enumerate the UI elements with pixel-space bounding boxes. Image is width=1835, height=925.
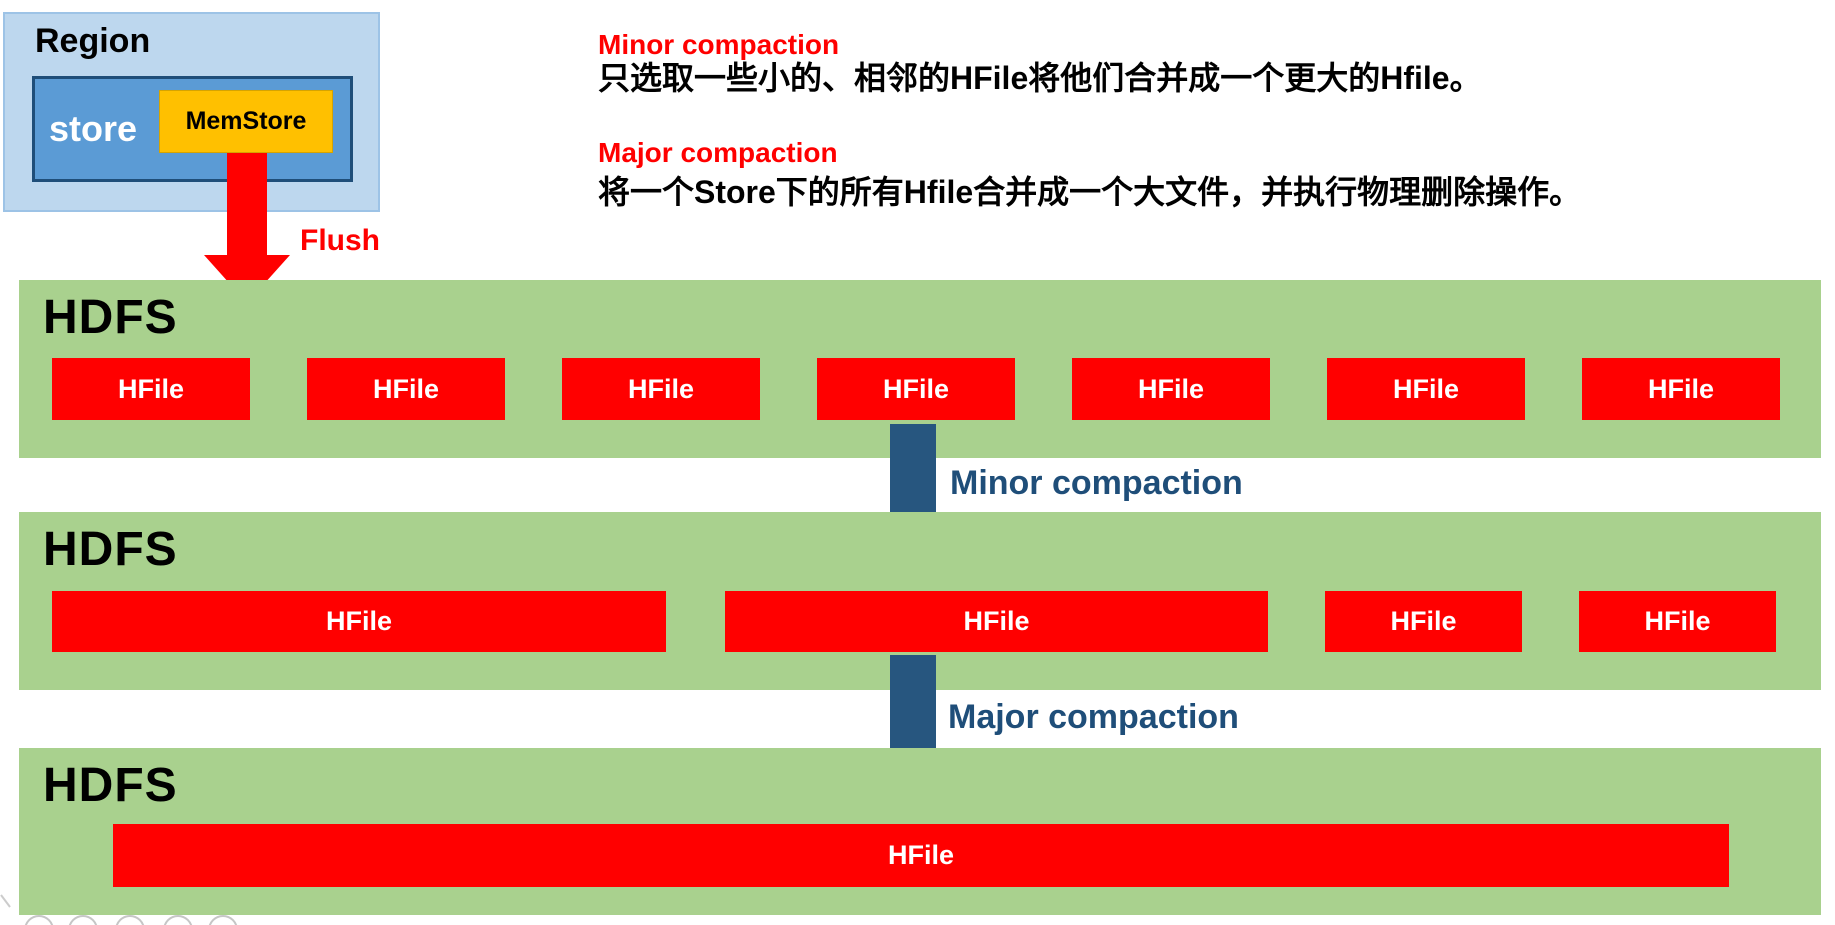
minor-compaction-title: Minor compaction: [598, 29, 840, 60]
minor-compaction-flow-label: Minor compaction: [950, 464, 1243, 502]
watermark-circles: [0, 894, 238, 925]
hfile-box: HFile: [1582, 358, 1780, 420]
hfile-box: HFile: [1579, 591, 1776, 652]
hdfs-title-2: HDFS: [43, 523, 178, 576]
hfile-box: HFile: [1325, 591, 1522, 652]
hfile-box: HFile: [307, 358, 505, 420]
major-compaction-title: Major compaction: [598, 137, 838, 168]
hfile-box: HFile: [725, 591, 1268, 652]
flush-label: Flush: [300, 224, 380, 257]
hdfs-band-3: HDFS HFile: [19, 748, 1821, 915]
region-label: Region: [35, 22, 151, 60]
major-compaction-desc: 将一个Store下的所有Hfile合并成一个大文件，并执行物理删除操作。: [598, 174, 1582, 210]
hfile-box: HFile: [817, 358, 1015, 420]
hfile-box: HFile: [562, 358, 760, 420]
store-label: store: [49, 108, 138, 149]
flush-arrow-icon: [204, 153, 290, 303]
hfile-box: HFile: [52, 358, 250, 420]
region-box: Region store MemStore: [3, 12, 380, 212]
major-compaction-flow-label: Major compaction: [948, 698, 1239, 736]
memstore-box: MemStore: [159, 90, 333, 153]
hfile-box: HFile: [113, 824, 1729, 887]
hfile-box: HFile: [1327, 358, 1525, 420]
hdfs-title-1: HDFS: [43, 291, 178, 344]
store-box: store MemStore: [32, 76, 353, 182]
hdfs-title-3: HDFS: [43, 759, 178, 812]
hfile-box: HFile: [1072, 358, 1270, 420]
hdfs-band-2: HDFS HFile HFile HFile HFile: [19, 512, 1821, 690]
hfile-box: HFile: [52, 591, 666, 652]
minor-compaction-desc: 只选取一些小的、相邻的HFile将他们合并成一个更大的Hfile。: [598, 60, 1482, 96]
hdfs-band-1: HDFS HFile HFile HFile HFile HFile HFile…: [19, 280, 1821, 458]
